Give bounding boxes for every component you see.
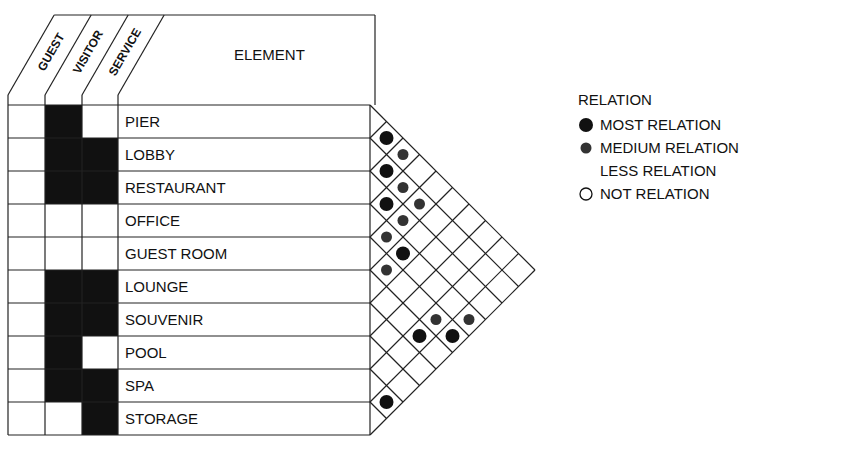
most-relation-dot: [579, 118, 593, 132]
column-line: [7, 95, 8, 435]
row-line: [8, 335, 370, 336]
matrix-diagonal: [370, 171, 502, 303]
user-cell-fill: [82, 270, 118, 303]
relation-dot: [398, 215, 409, 226]
matrix-diagonal: [370, 204, 486, 320]
element-name: RESTAURANT: [125, 179, 226, 197]
header-top-line: [54, 14, 375, 15]
relation-dot: [380, 395, 394, 409]
user-cell-fill: [82, 369, 118, 402]
element-name: GUEST ROOM: [125, 245, 227, 263]
user-cell-fill: [45, 369, 82, 402]
user-cell-fill: [82, 138, 118, 171]
relation-dot: [414, 199, 425, 210]
matrix-diagonal: [370, 188, 453, 271]
matrix-diagonal: [370, 254, 519, 403]
element-name: PIER: [125, 113, 160, 131]
matrix-diagonal: [370, 138, 519, 287]
user-cell-fill: [45, 303, 82, 336]
table-grid: [8, 15, 535, 435]
user-cell-fill: [45, 336, 82, 369]
user-type-header: VISITOR: [69, 27, 108, 77]
user-cell-fill: [82, 171, 118, 204]
legend-entry: MEDIUM RELATION: [600, 139, 739, 157]
user-type-header: GUEST: [33, 30, 69, 75]
relation-dot: [381, 232, 392, 243]
column-line: [44, 95, 45, 435]
row-line: [8, 401, 370, 402]
legend-title: RELATION: [578, 91, 652, 109]
relation-dot: [380, 131, 394, 145]
element-name: SPA: [125, 377, 154, 395]
user-cell-fill: [45, 138, 82, 171]
element-name: STORAGE: [125, 410, 198, 428]
relation-dot: [380, 197, 394, 211]
row-line: [8, 137, 370, 138]
row-line: [8, 269, 370, 270]
matrix-diagonal: [370, 221, 486, 337]
relation-dot: [381, 265, 392, 276]
matrix-diagonal: [370, 105, 535, 270]
matrix-diagonal: [370, 155, 420, 205]
user-cell-fill: [45, 171, 82, 204]
user-cell-fill: [45, 270, 82, 303]
matrix-diagonal: [370, 171, 436, 237]
medium-relation-dot: [581, 143, 592, 154]
user-cell-fill: [82, 303, 118, 336]
relation-dot: [398, 149, 409, 160]
relation-dot: [380, 164, 394, 178]
matrix-diagonal: [370, 237, 502, 369]
matrix-diagonal: [370, 270, 453, 353]
user-cell-fill: [45, 105, 82, 138]
legend-entry: MOST RELATION: [600, 116, 721, 134]
user-cell-fill: [82, 402, 118, 435]
row-line: [8, 203, 370, 204]
legend-entry: NOT RELATION: [600, 185, 709, 203]
relation-dot: [446, 329, 460, 343]
column-line: [117, 95, 118, 435]
relation-dot: [398, 182, 409, 193]
legend-samples: [579, 118, 593, 200]
user-type-header: SERVICE: [104, 25, 146, 79]
row-line: [8, 434, 370, 435]
column-line: [81, 95, 82, 435]
row-line: [8, 104, 370, 105]
header-right-line: [374, 15, 375, 105]
element-name: POOL: [125, 344, 167, 362]
element-header: ELEMENT: [234, 46, 305, 64]
not-relation-circle: [580, 188, 592, 200]
relation-dot: [396, 247, 410, 261]
element-name: SOUVENIR: [125, 311, 203, 329]
row-line: [8, 236, 370, 237]
row-line: [8, 302, 370, 303]
row-line: [8, 368, 370, 369]
matrix-diagonal: [370, 270, 535, 435]
matrix-diagonal: [370, 204, 469, 303]
element-name: OFFICE: [125, 212, 180, 230]
row-line: [8, 170, 370, 171]
relation-dot: [464, 314, 475, 325]
element-name: LOBBY: [125, 146, 175, 164]
relation-dot: [413, 329, 427, 343]
relation-dots: [380, 131, 475, 409]
legend-entry: LESS RELATION: [600, 162, 716, 180]
relation-dot: [431, 314, 442, 325]
element-name: LOUNGE: [125, 278, 188, 296]
